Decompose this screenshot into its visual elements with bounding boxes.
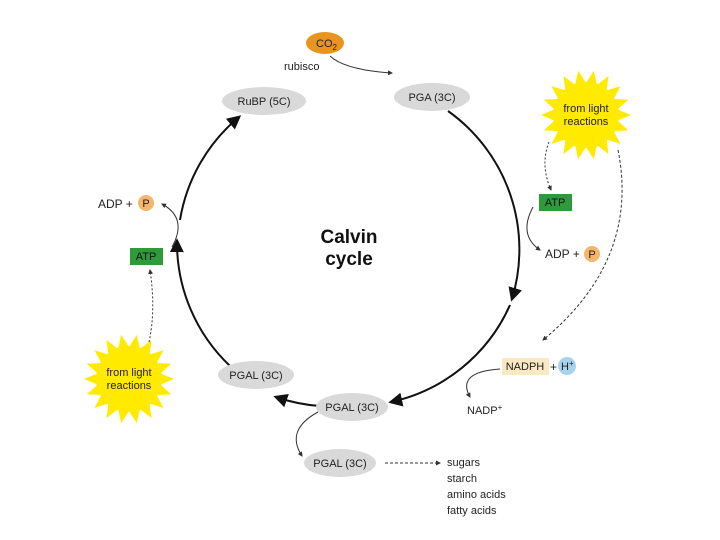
sun-to-nadph-arrow: [542, 149, 623, 341]
atp-right-box: ATP: [539, 194, 572, 211]
sun-top-right-line2: reactions: [564, 116, 609, 128]
product-amino-acids: amino acids: [447, 489, 506, 501]
arc-to-rubp: [179, 115, 242, 221]
arc-left-to-top: [169, 238, 231, 367]
sun-bottom-left-line1: from light: [106, 367, 151, 379]
h-ion-label: H+: [561, 359, 574, 373]
pgal-left-label: PGAL (3C): [229, 370, 282, 382]
sun-to-atp-left-arrow: [148, 269, 154, 343]
title-line2: cycle: [325, 249, 373, 270]
nadph-box: NADPH: [502, 358, 549, 375]
product-starch: starch: [447, 473, 477, 485]
arc-pga-to-pgal: [447, 110, 522, 302]
pgal-bottom-node: PGAL (3C): [316, 393, 388, 421]
pgal-output-label: PGAL (3C): [313, 458, 366, 470]
product-sugars: sugars: [447, 457, 481, 469]
atp-left-to-adp-arrow: [161, 203, 179, 248]
phosphate-right-badge: P: [584, 246, 600, 262]
pgal-output-node: PGAL (3C): [304, 449, 376, 477]
product-fatty-acids: fatty acids: [447, 505, 497, 517]
atp-left-label: ATP: [136, 251, 157, 263]
co2-label: CO2: [316, 38, 338, 52]
phosphate-right-label: P: [588, 249, 595, 261]
adp-left-label: ADP +: [98, 197, 133, 211]
atp-left-box: ATP: [130, 248, 163, 265]
sun-top-right-icon: from light reactions: [541, 70, 631, 160]
pga-node: PGA (3C): [394, 83, 470, 111]
arc-pgal-bottom-to-left: [273, 394, 321, 408]
nadph-plus: +: [550, 360, 557, 374]
rubp-label: RuBP (5C): [238, 96, 291, 108]
sun-to-atp-right-arrow: [544, 141, 552, 191]
products-list: sugars starch amino acids fatty acids: [447, 457, 506, 517]
sun-bottom-left-icon: from light reactions: [84, 334, 174, 424]
nadp-label: NADP+: [467, 403, 503, 417]
co2-arrow: [329, 55, 393, 76]
title-line1: Calvin: [320, 227, 377, 248]
adp-right-label: ADP +: [545, 247, 580, 261]
pgal-bottom-to-output-arrow: [295, 411, 319, 457]
rubp-node: RuBP (5C): [222, 87, 306, 115]
pgal-left-node: PGAL (3C): [218, 361, 294, 389]
atp-right-label: ATP: [545, 197, 566, 209]
h-ion-badge: H+: [558, 357, 576, 375]
arc-to-pgal-bottom: [388, 304, 511, 407]
rubisco-label: rubisco: [284, 61, 319, 73]
pga-label: PGA (3C): [408, 92, 455, 104]
phosphate-left-badge: P: [138, 195, 154, 211]
co2-badge: CO2: [306, 32, 344, 54]
phosphate-left-label: P: [142, 198, 149, 210]
pgal-bottom-label: PGAL (3C): [325, 402, 378, 414]
atp-right-to-adp-arrow: [526, 206, 541, 251]
nadph-label: NADPH: [506, 361, 545, 373]
sun-top-right-line1: from light: [563, 103, 608, 115]
sun-bottom-left-line2: reactions: [107, 380, 152, 392]
nadph-to-nadp-arrow: [465, 368, 501, 398]
